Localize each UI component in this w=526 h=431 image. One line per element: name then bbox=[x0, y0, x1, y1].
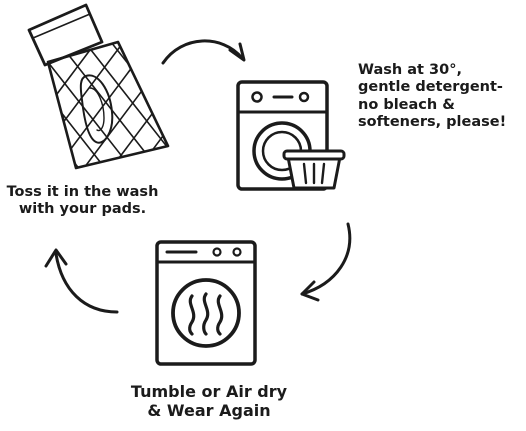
mesh-laundry-bag-icon bbox=[27, 3, 170, 170]
dry-step-label: Tumble or Air dry & Wear Again bbox=[130, 382, 288, 421]
arrow-to-dry-icon bbox=[300, 222, 352, 302]
wash-step-label: Wash at 30°, gentle detergent- no bleach… bbox=[358, 62, 507, 131]
arrow-to-toss-icon bbox=[44, 248, 119, 314]
toss-step-label: Toss it in the wash with your pads. bbox=[6, 184, 159, 218]
laundry-basket-icon bbox=[282, 149, 346, 190]
arrow-to-wash-icon bbox=[161, 39, 246, 65]
tumble-dryer-icon bbox=[155, 240, 257, 366]
